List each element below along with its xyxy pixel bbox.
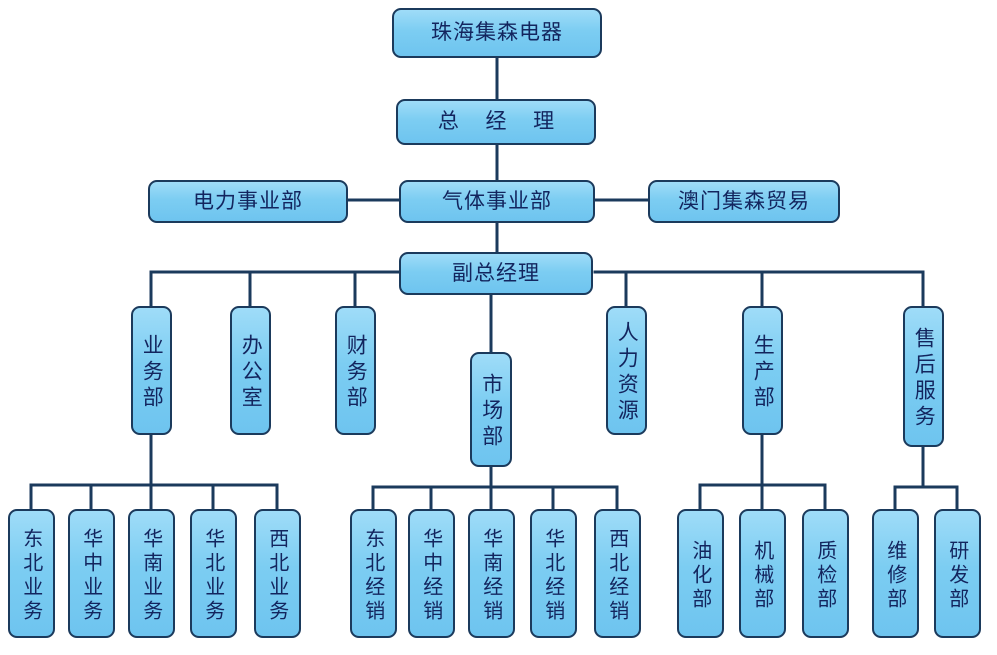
node-gas-division[interactable]: 气体事业部	[399, 180, 595, 223]
node-business-child[interactable]: 西北业务	[254, 509, 301, 638]
node-marketing-child[interactable]: 东北经销	[350, 509, 397, 638]
node-marketing-child[interactable]: 西北经销	[594, 509, 641, 638]
node-after-sales-child[interactable]: 维修部	[872, 509, 919, 638]
node-macau-trading[interactable]: 澳门集森贸易	[648, 180, 840, 223]
node-production-dept[interactable]: 生产部	[742, 306, 783, 435]
node-marketing-child[interactable]: 华南经销	[468, 509, 515, 638]
node-deputy-general-manager[interactable]: 副总经理	[399, 252, 593, 295]
node-after-sales-dept[interactable]: 售后服务	[903, 306, 944, 447]
node-business-child[interactable]: 华南业务	[128, 509, 175, 638]
node-finance-dept[interactable]: 财务部	[335, 306, 376, 435]
node-production-child[interactable]: 机械部	[739, 509, 786, 638]
node-marketing-dept[interactable]: 市场部	[470, 352, 512, 467]
node-power-division[interactable]: 电力事业部	[148, 180, 348, 223]
node-production-child[interactable]: 质检部	[802, 509, 849, 638]
node-business-child[interactable]: 华北业务	[190, 509, 237, 638]
node-office[interactable]: 办公室	[230, 306, 271, 435]
node-business-child[interactable]: 东北业务	[8, 509, 55, 638]
node-marketing-child[interactable]: 华中经销	[408, 509, 455, 638]
node-business-child[interactable]: 华中业务	[68, 509, 115, 638]
node-marketing-child[interactable]: 华北经销	[530, 509, 577, 638]
node-company[interactable]: 珠海集森电器	[392, 8, 602, 58]
node-after-sales-child[interactable]: 研发部	[934, 509, 981, 638]
node-production-child[interactable]: 油化部	[677, 509, 724, 638]
node-business-dept[interactable]: 业务部	[131, 306, 172, 435]
node-hr-dept[interactable]: 人力资源	[606, 306, 647, 435]
node-general-manager[interactable]: 总 经 理	[396, 99, 596, 145]
